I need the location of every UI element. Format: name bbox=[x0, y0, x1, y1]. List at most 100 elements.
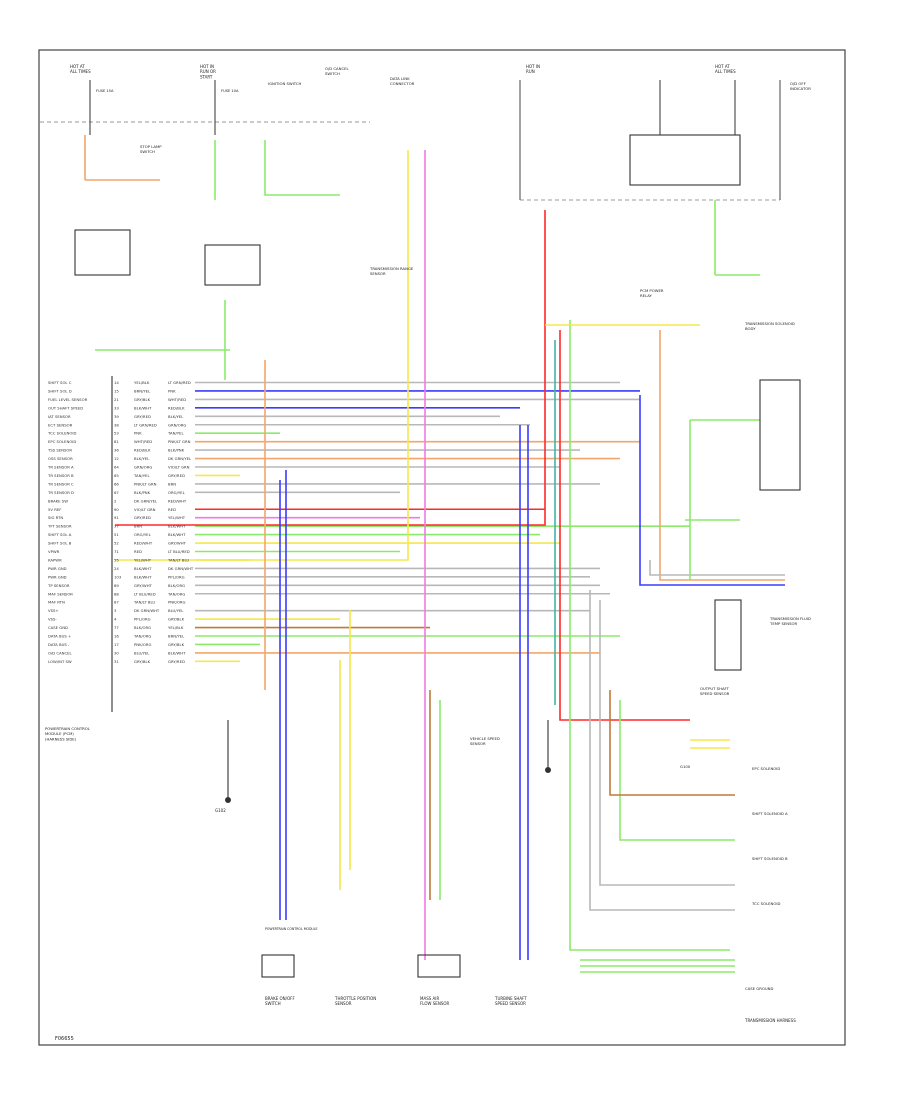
pin-wire-color-label: BRN bbox=[134, 524, 142, 529]
pin-name-label: TR SENSOR C bbox=[47, 481, 74, 486]
pin-wire-color-label: GRN/ORG bbox=[168, 422, 186, 427]
pin-number-label: 21 bbox=[114, 397, 119, 402]
pin-name-label: ECT SENSOR bbox=[48, 422, 73, 427]
pin-wire-color-label: BLK/WHT bbox=[134, 405, 152, 410]
pin-number-label: 16 bbox=[114, 634, 119, 639]
pin-wire-color-label: RED bbox=[134, 549, 142, 554]
pin-wire-color-label: GRY/BLK bbox=[168, 617, 185, 622]
pin-number-label: 30 bbox=[114, 650, 119, 655]
pin-name-label: TSS SENSOR bbox=[47, 448, 72, 453]
pin-wire-color-label: BLK/ORG bbox=[134, 625, 151, 630]
pin-wire-color-label: GRY/WHT bbox=[134, 583, 153, 588]
pin-number-label: 36 bbox=[114, 448, 119, 453]
pin-number-label: 52 bbox=[114, 541, 119, 546]
pin-number-label: 14 bbox=[114, 380, 119, 385]
pin-wire-color-label: GRY/RED bbox=[134, 515, 151, 520]
pin-wire-color-label: BLK/WHT bbox=[134, 574, 152, 579]
pin-wire-color-label: RED bbox=[168, 507, 176, 512]
pin-name-label: PWR GND bbox=[48, 574, 67, 579]
pin-number-label: 87 bbox=[114, 600, 119, 605]
pin-wire-color-label: YEL/BLK bbox=[134, 380, 150, 385]
pin-number-label: 71 bbox=[114, 549, 119, 554]
pin-wire-color-label: DK GRN/YEL bbox=[168, 456, 192, 461]
pin-number-label: 53 bbox=[114, 431, 119, 436]
component-layer bbox=[74, 80, 801, 978]
pin-wire-color-label: RED/WHT bbox=[168, 498, 187, 503]
pin-name-label: SHIFT SOL A bbox=[48, 532, 72, 537]
pin-wire-color-label: TAN/ORG bbox=[167, 591, 185, 596]
pin-wire-color-label: TAN/LT BLU bbox=[133, 600, 155, 605]
pin-wire-color-label: PNK/LT GRN bbox=[134, 481, 157, 486]
pin-number-label: 4 bbox=[114, 617, 117, 622]
pin-wire-color-label: TAN/LT BLU bbox=[167, 557, 189, 562]
right-label-case-ground: CASE GROUND bbox=[745, 986, 773, 991]
pin-name-label: BRAKE SW bbox=[48, 498, 68, 503]
pin-wire-color-label: GRY/RED bbox=[134, 414, 151, 419]
pin-number-label: 77 bbox=[114, 625, 119, 630]
pin-number-label: 64 bbox=[114, 465, 119, 470]
pin-name-label: VSS+ bbox=[48, 608, 59, 613]
pin-number-label: 33 bbox=[114, 405, 119, 410]
pin-number-label: 89 bbox=[114, 583, 119, 588]
pin-number-label: 51 bbox=[114, 532, 119, 537]
right-label-shift-b: SHIFT SOLENOID B bbox=[752, 856, 788, 861]
pin-wire-color-label: PNK/LT GRN bbox=[168, 439, 191, 444]
pin-name-label: SHIFT SOL D bbox=[48, 388, 72, 393]
pin-wire-color-label: DK GRN/YEL bbox=[134, 498, 158, 503]
pcm-relay-box bbox=[629, 134, 741, 186]
pin-wire-color-label: LT GRN/RED bbox=[168, 380, 191, 385]
pin-name-label: SHIFT SOL B bbox=[48, 541, 72, 546]
bottom-label-ground: G102 bbox=[215, 808, 226, 813]
green-ign-wire bbox=[264, 140, 340, 196]
pin-wire-color-label: PPL/ORG bbox=[168, 574, 185, 579]
pin-number-label: 39 bbox=[114, 414, 119, 419]
pin-name-label: PWR GND bbox=[48, 566, 67, 571]
pin-wire-color-label: YEL/BLK bbox=[168, 625, 184, 630]
pin-wire-color-label: BRN bbox=[168, 481, 176, 486]
pin-number-label: 3 bbox=[114, 608, 117, 613]
pin-wire-color-label: WHT/RED bbox=[168, 397, 186, 402]
pin-wire-color-label: LT BLU/RED bbox=[168, 549, 190, 554]
pin-number-label: 67 bbox=[114, 490, 119, 495]
right-label-tcc: TCC SOLENOID bbox=[751, 901, 780, 906]
gray-shiftb-wire bbox=[599, 600, 735, 886]
green-shift-wire bbox=[619, 700, 735, 841]
bottom-label-harness: TRANSMISSION HARNESS bbox=[744, 1018, 796, 1023]
pin-wire-color-label: PNK bbox=[134, 431, 142, 436]
pin-wire-color-label: BLK/YEL bbox=[134, 456, 150, 461]
pin-wire-color-label: RED/BLK bbox=[134, 448, 151, 453]
pin-wire-color-label: YEL/WHT bbox=[134, 557, 152, 562]
pin-name-label: OSS SENSOR bbox=[48, 456, 73, 461]
green-tss-wire bbox=[569, 320, 730, 951]
brown-epc-wire bbox=[609, 690, 735, 796]
red-power-wire bbox=[115, 210, 546, 526]
pin-wire-color-label: PNK/ORG bbox=[168, 600, 186, 605]
pin-name-label: 5V REF bbox=[48, 507, 61, 512]
pin-name-label: OUT SHAFT SPEED bbox=[48, 405, 83, 410]
pin-wire-color-label: GRN/ORG bbox=[134, 465, 152, 470]
pin-wire-color-label: TAN/YEL bbox=[133, 473, 150, 478]
pin-name-label: TCC SOLENOID bbox=[47, 431, 76, 436]
pin-wire-color-label: DK GRN/WHT bbox=[168, 566, 194, 571]
pin-wire-color-label: BLU/YEL bbox=[168, 608, 184, 613]
pin-name-label: MAF RTN bbox=[48, 600, 65, 605]
pin-wire-color-label: ORG/YEL bbox=[134, 532, 152, 537]
pin-number-label: 81 bbox=[114, 439, 119, 444]
pin-wire-color-label: GRY/RED bbox=[168, 659, 185, 664]
gray-tcc-wire bbox=[589, 590, 735, 911]
pin-name-label: SHIFT SOL C bbox=[48, 380, 72, 385]
